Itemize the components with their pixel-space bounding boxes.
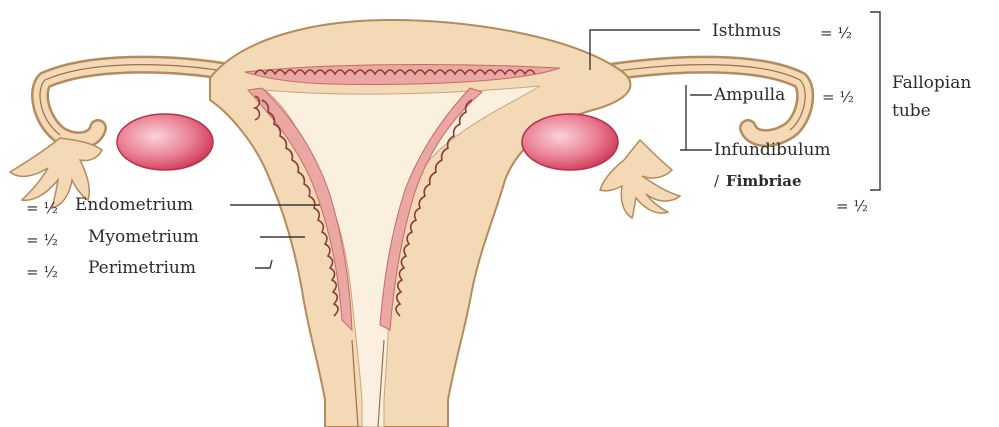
isthmus-fraction: = ½ xyxy=(820,24,852,42)
fallopian-tube-label-line1: Fallopian xyxy=(892,73,971,93)
fimbriae-prefix: / xyxy=(714,172,720,190)
perimetrium-label: Perimetrium xyxy=(88,258,196,278)
fimbriae-label: Fimbriae xyxy=(726,172,802,190)
infundibulum-fraction: = ½ xyxy=(836,197,868,215)
myometrium-label: Myometrium xyxy=(88,227,199,247)
myometrium-fraction: = ½ xyxy=(26,231,58,249)
endometrium-label: Endometrium xyxy=(75,195,193,215)
endometrium-fraction: = ½ xyxy=(26,199,58,217)
fallopian-tube-label-line2: tube xyxy=(892,101,931,121)
left-ovary xyxy=(117,114,213,170)
right-ovary xyxy=(522,114,618,170)
ampulla-label: Ampulla xyxy=(713,85,785,105)
infundibulum-label: Infundibulum xyxy=(714,140,831,160)
perimetrium-fraction: = ½ xyxy=(26,263,58,281)
ampulla-fraction: = ½ xyxy=(822,88,854,106)
isthmus-label: Isthmus xyxy=(712,21,781,41)
